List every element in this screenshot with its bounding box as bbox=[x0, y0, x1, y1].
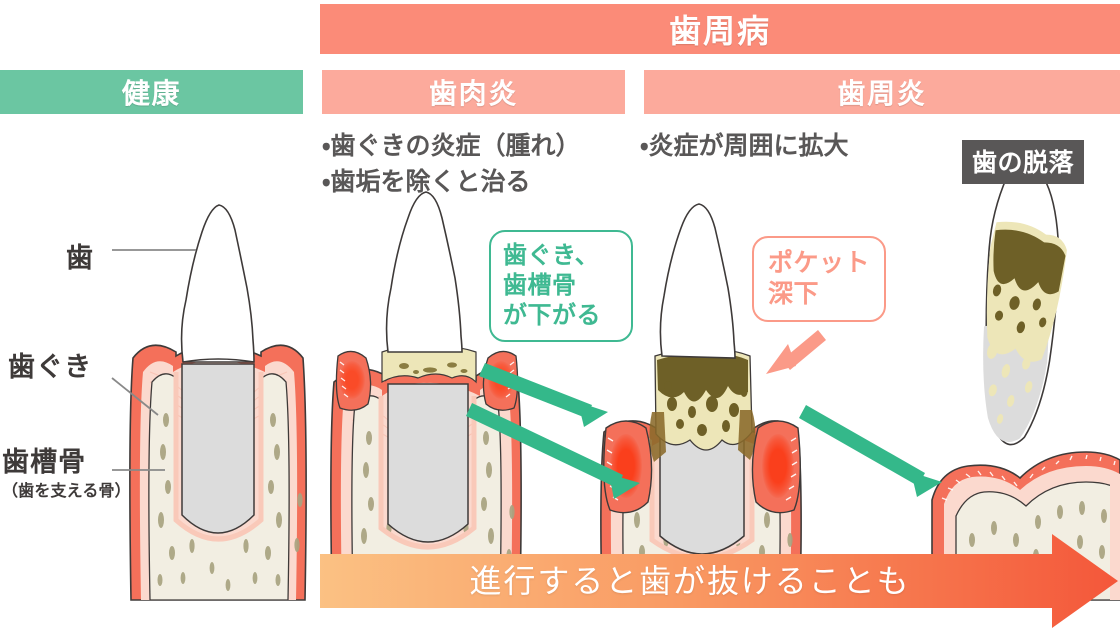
bottom-progression-arrow bbox=[320, 534, 1118, 628]
status-badge-tooth-loss: 歯の脱落 bbox=[962, 140, 1085, 184]
periodontitis-bullet-1: ・炎症が周囲に拡大 bbox=[640, 132, 849, 160]
progression-arrows bbox=[466, 363, 942, 499]
arrow-periodontitis-to-loss bbox=[799, 405, 942, 497]
healthy-tooth-diagram bbox=[111, 204, 307, 601]
progression-arrow-label: 進行すると歯が抜けることも bbox=[469, 563, 911, 599]
pocket-callout-arrow bbox=[766, 330, 826, 374]
periodontitis-bullet-list: ・炎症が周囲に拡大 bbox=[640, 129, 849, 165]
gingivitis-bullet-list: ・歯ぐきの炎症（腫れ） ・歯垢を除くと治る bbox=[322, 129, 581, 200]
anatomy-label-bone-text: 歯槽骨 bbox=[2, 447, 87, 477]
callout-green-line-1: 歯ぐき、 bbox=[503, 241, 600, 269]
arrow-gingivitis-to-pocket bbox=[479, 363, 608, 427]
anatomy-label-alveolar-bone: 歯槽骨 （歯を支える骨） bbox=[2, 440, 131, 501]
gingivitis-bullet-2: ・歯垢を除くと治る bbox=[322, 167, 531, 196]
callout-green-line-2: 歯槽骨 bbox=[503, 271, 577, 299]
callout-pocket-deepening: ポケット 深下 bbox=[752, 236, 886, 322]
callout-pink-line-1: ポケット bbox=[768, 248, 871, 277]
callout-pink-line-2: 深下 bbox=[768, 280, 820, 308]
anatomy-label-gum: 歯ぐき bbox=[8, 345, 92, 384]
anatomy-label-bone-subtext: （歯を支える骨） bbox=[2, 483, 131, 500]
anatomy-label-tooth-text: 歯 bbox=[66, 243, 95, 273]
header-periodontitis: 歯周炎 bbox=[644, 70, 1120, 114]
gingivitis-bullet-1: ・歯ぐきの炎症（腫れ） bbox=[322, 132, 581, 160]
header-periodontal-disease: 歯周病 bbox=[320, 4, 1120, 54]
tooth-loss-diagram bbox=[931, 170, 1120, 601]
arrow-gingivitis-to-bone bbox=[466, 403, 640, 499]
callout-gum-bone-recession: 歯ぐき、 歯槽骨 が下がる bbox=[489, 230, 633, 342]
header-gingivitis: 歯肉炎 bbox=[322, 70, 625, 114]
callout-green-line-3: が下がる bbox=[503, 302, 601, 330]
anatomy-label-gum-text: 歯ぐき bbox=[8, 352, 93, 382]
header-healthy: 健康 bbox=[0, 70, 303, 114]
anatomy-label-tooth: 歯 bbox=[66, 236, 94, 275]
